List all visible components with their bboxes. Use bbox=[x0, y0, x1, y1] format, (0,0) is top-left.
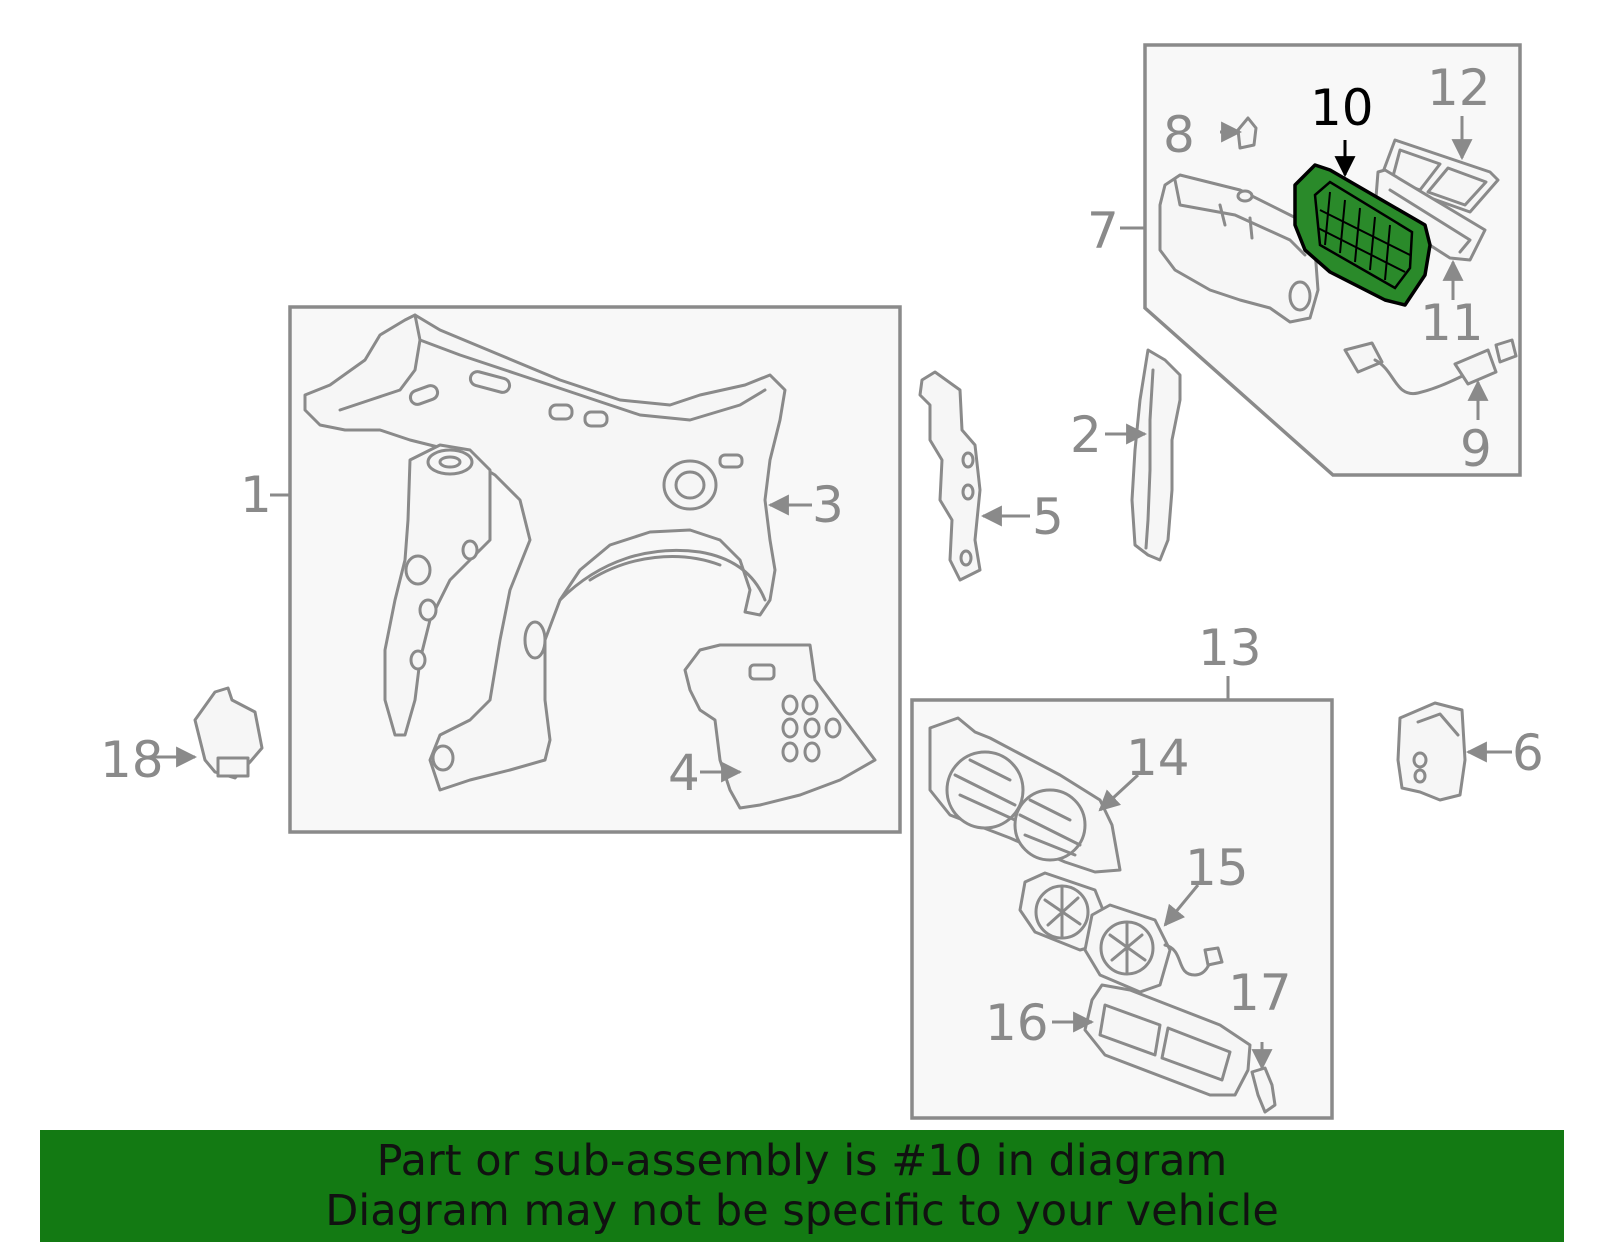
callout-5: 5 bbox=[1032, 488, 1064, 546]
callout-17: 17 bbox=[1228, 964, 1292, 1022]
part-16-tray[interactable] bbox=[1052, 983, 1252, 1097]
part-6-bracket[interactable] bbox=[1396, 701, 1512, 802]
callout-9: 9 bbox=[1460, 420, 1492, 478]
part-3-apron-panel[interactable] bbox=[303, 313, 787, 792]
part-7-housing[interactable] bbox=[1158, 173, 1320, 324]
callout-4: 4 bbox=[668, 744, 700, 802]
info-banner: Part or sub-assembly is #10 in diagram D… bbox=[40, 1130, 1564, 1242]
part-1-inner-rail[interactable] bbox=[383, 443, 492, 737]
part-8-clip[interactable] bbox=[1220, 116, 1258, 150]
callout-14: 14 bbox=[1126, 729, 1190, 787]
part-18-module[interactable] bbox=[152, 686, 264, 780]
callout-3: 3 bbox=[812, 476, 844, 534]
callout-13: 13 bbox=[1198, 619, 1262, 677]
part-10-grille-highlighted[interactable] bbox=[1293, 140, 1432, 307]
part-14-panel[interactable] bbox=[928, 716, 1140, 874]
callout-6: 6 bbox=[1512, 724, 1544, 782]
callout-16: 16 bbox=[985, 994, 1049, 1052]
callout-7: 7 bbox=[1087, 202, 1119, 260]
callout-10-highlighted: 10 bbox=[1310, 79, 1374, 137]
banner-line-disclaimer: Diagram may not be specific to your vehi… bbox=[325, 1186, 1279, 1236]
callout-1: 1 bbox=[240, 466, 272, 524]
part-15-fan-assembly[interactable] bbox=[1018, 871, 1224, 994]
callout-15: 15 bbox=[1185, 839, 1249, 897]
callout-12: 12 bbox=[1427, 59, 1491, 117]
part-2-bracket[interactable] bbox=[1105, 348, 1182, 562]
callout-11: 11 bbox=[1420, 294, 1484, 352]
part-5-bracket[interactable] bbox=[918, 370, 1030, 582]
part-9-harness[interactable] bbox=[1343, 338, 1518, 420]
callout-18: 18 bbox=[100, 731, 164, 789]
callout-2: 2 bbox=[1070, 406, 1102, 464]
callout-8: 8 bbox=[1163, 106, 1195, 164]
banner-line-part-number: Part or sub-assembly is #10 in diagram bbox=[376, 1136, 1228, 1186]
part-17-screw[interactable] bbox=[1250, 1042, 1277, 1114]
